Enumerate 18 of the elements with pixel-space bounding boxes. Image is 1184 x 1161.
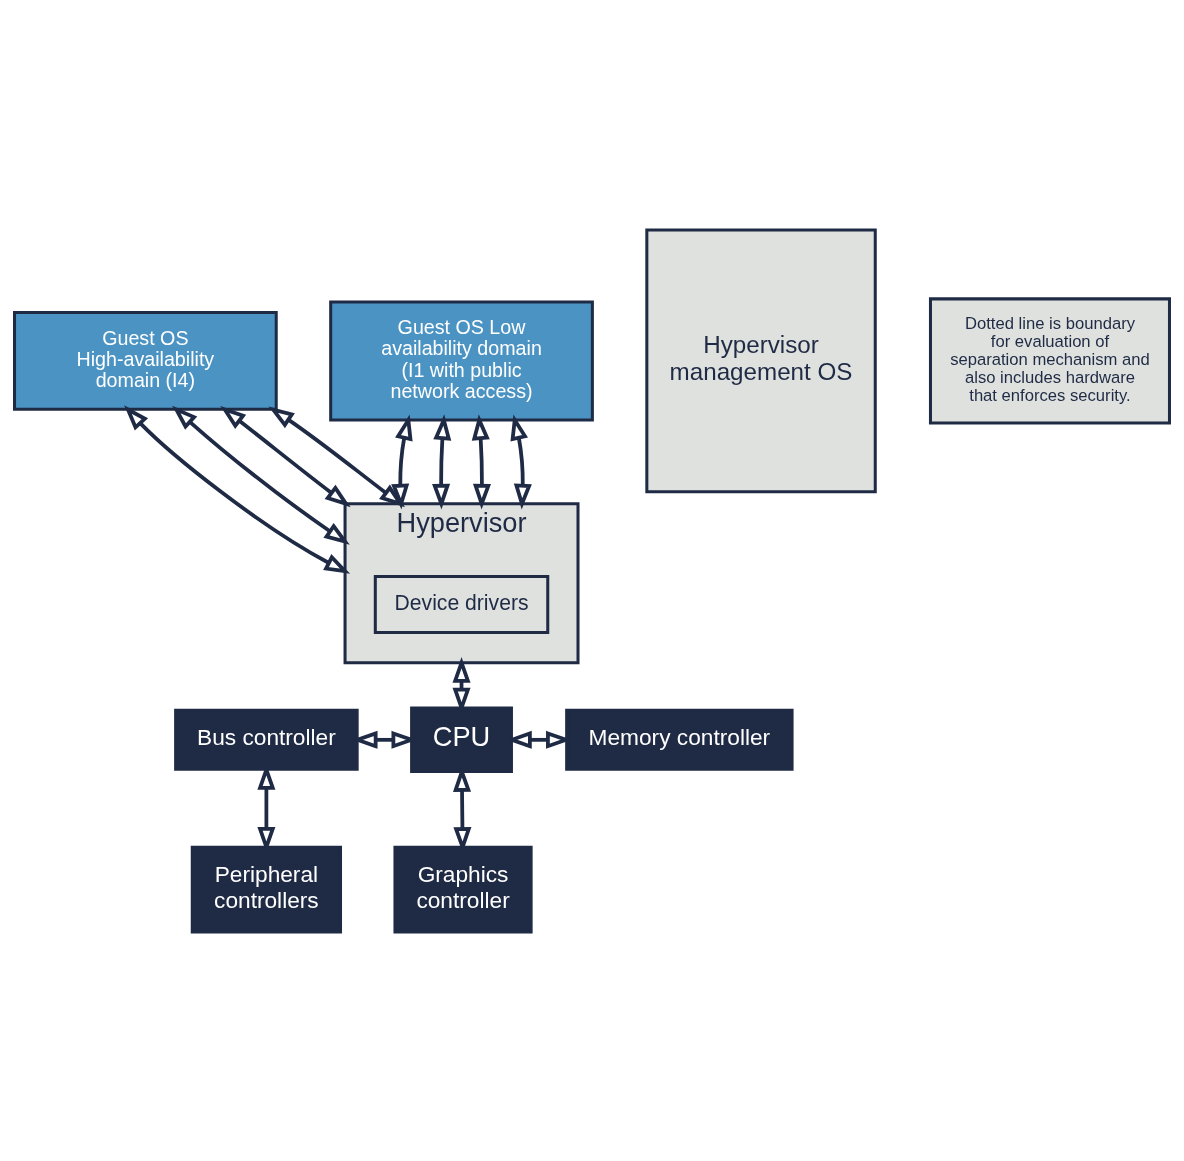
- arrow: [220, 405, 351, 507]
- arrow: [268, 405, 406, 507]
- arrow: [124, 404, 351, 574]
- node-box: Memory controller: [565, 708, 794, 771]
- node-box: Device drivers: [373, 574, 550, 634]
- arrow: [172, 405, 350, 545]
- node-box: CPU: [410, 706, 513, 773]
- arrow: [432, 413, 452, 510]
- node-box: Guest OS High-availability domain (I4): [13, 310, 278, 411]
- arrow: [471, 413, 491, 510]
- node-box: Peripheral controllers: [190, 845, 343, 933]
- node-box: Graphics controller: [393, 845, 533, 933]
- arrow: [391, 413, 413, 510]
- node-box: Guest OS Low availability domain (I1 with public network access): [329, 299, 594, 421]
- arrow: [510, 413, 532, 510]
- node-box: Bus controller: [174, 708, 359, 771]
- node-box: Dotted line is boundary for evaluation of separation mechanism and also includes hardware that enforces security.: [928, 296, 1171, 424]
- node-box: Hypervisor management OS: [645, 228, 877, 493]
